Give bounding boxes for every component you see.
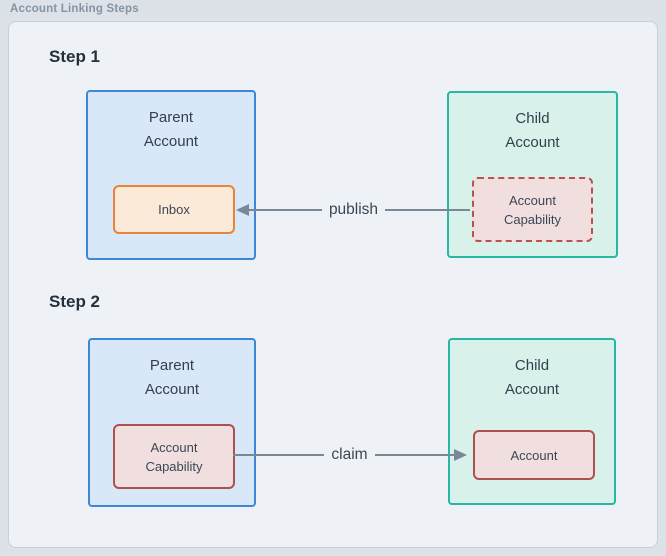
inbox-label: Inbox: [158, 202, 190, 217]
arrowhead-right-icon: [454, 448, 467, 461]
account-capability-dashed-box: Account Capability: [472, 177, 593, 242]
step-2-child-account-node: Child Account Account: [448, 338, 616, 505]
label-line-2: Capability: [145, 458, 203, 474]
diagram-panel: Step 1 Parent Account Inbox Child Accoun…: [8, 21, 658, 548]
title-line-1: Child: [515, 110, 550, 127]
publish-arrow-label: publish: [321, 201, 386, 219]
step-1-heading: Step 1: [49, 47, 101, 66]
step-2-parent-account-node: Parent Account Account Capability: [88, 338, 256, 507]
label-line-2: Capability: [503, 211, 562, 227]
account-capability-box: Account Capability: [113, 424, 235, 489]
step-2-heading: Step 2: [49, 292, 101, 311]
claim-arrow: claim: [233, 443, 467, 467]
account-capability-label: Account Capability: [504, 191, 561, 229]
claim-arrow-label: claim: [324, 446, 375, 464]
label-line-1: Account: [509, 192, 556, 208]
child-account-title: Child Account: [450, 354, 614, 402]
publish-arrow: publish: [236, 198, 470, 222]
parent-account-title: Parent Account: [90, 354, 254, 402]
child-account-title: Child Account: [449, 107, 616, 155]
diagram-caption: Account Linking Steps: [10, 3, 139, 15]
title-line-2: Account: [144, 381, 200, 398]
account-capability-label: Account Capability: [145, 438, 202, 476]
title-line-2: Account: [504, 381, 560, 398]
step-1-parent-account-node: Parent Account Inbox: [86, 90, 256, 260]
title-line-1: Parent: [149, 357, 195, 374]
title-line-2: Account: [505, 134, 560, 151]
account-box: Account: [473, 430, 595, 480]
title-line-2: Account: [143, 133, 199, 150]
parent-account-title: Parent Account: [88, 106, 254, 154]
inbox-box: Inbox: [113, 185, 235, 234]
arrowhead-left-icon: [236, 203, 249, 216]
label-line-1: Account: [150, 439, 198, 455]
account-label: Account: [510, 447, 558, 463]
step-1-child-account-node: Child Account Account Capability: [447, 91, 618, 258]
title-line-1: Child: [514, 357, 550, 374]
title-line-1: Parent: [148, 109, 194, 126]
